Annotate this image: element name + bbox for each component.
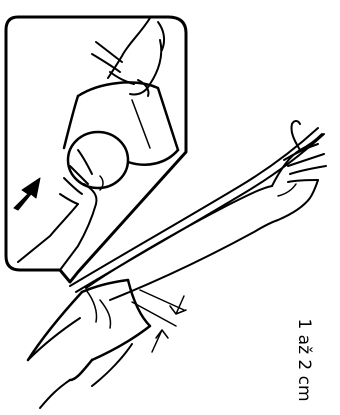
- gap-measurement: [132, 290, 186, 352]
- measure-arrow-lower: [152, 330, 168, 352]
- measurement-label: 1 až 2 cm: [293, 305, 315, 415]
- measure-line-upper: [140, 290, 184, 310]
- arm-cuff: [28, 280, 150, 380]
